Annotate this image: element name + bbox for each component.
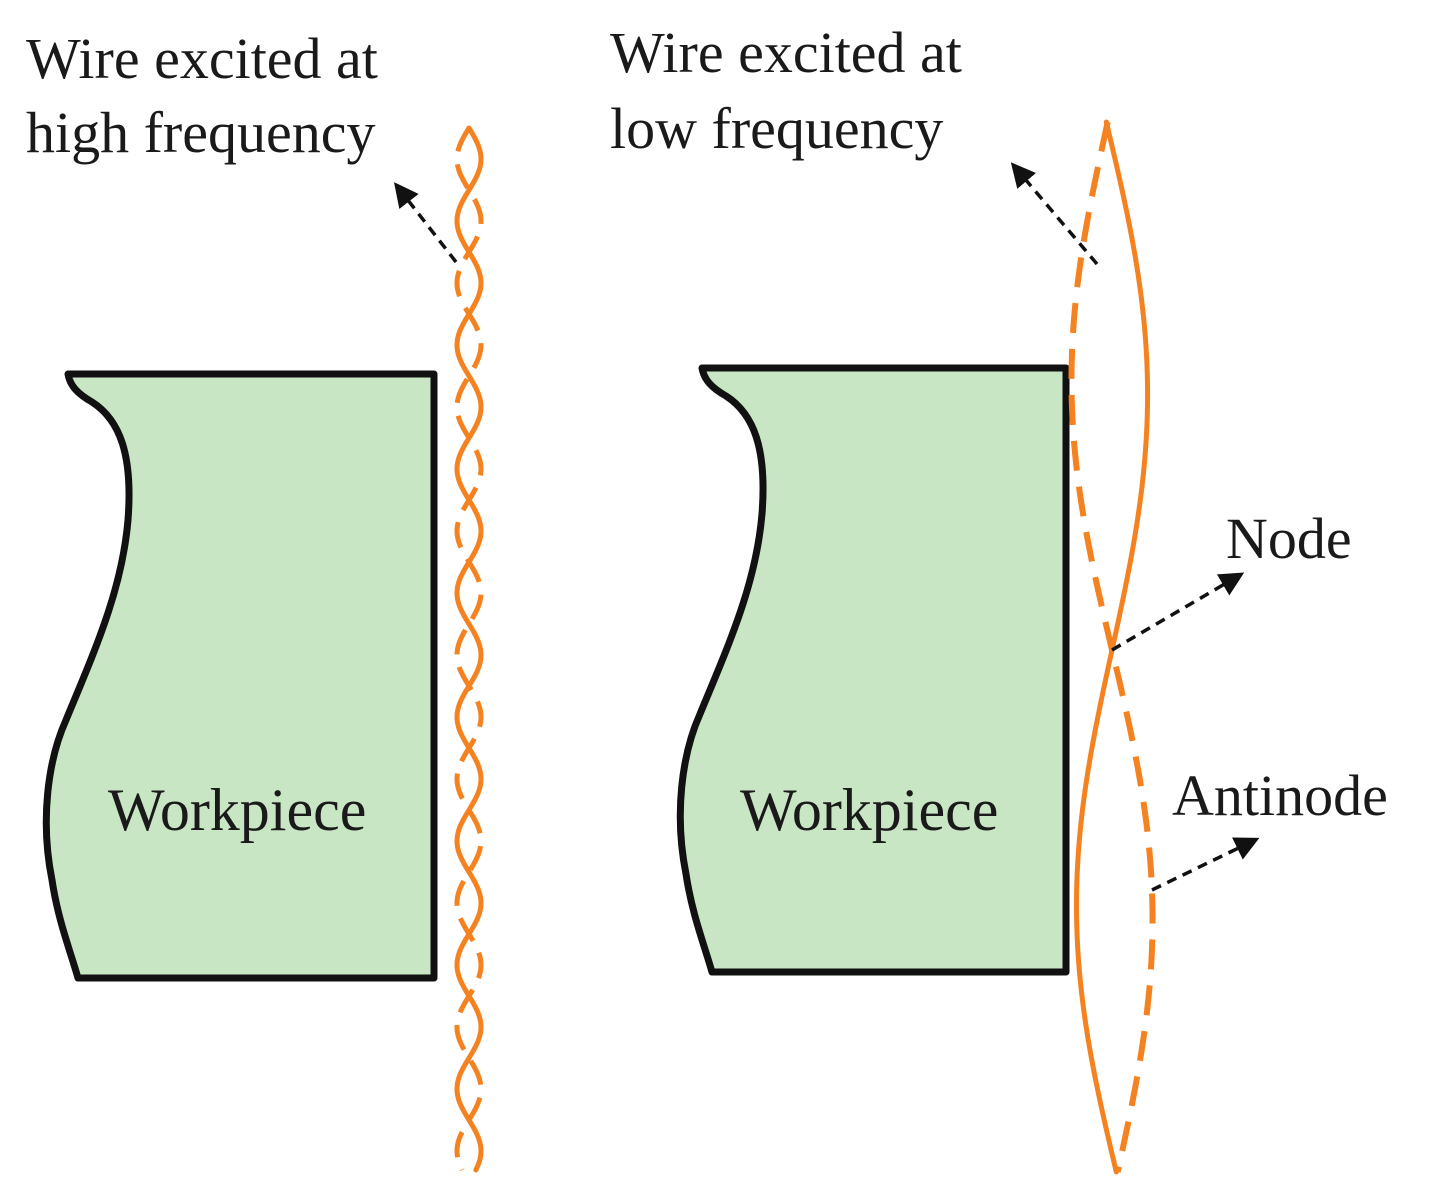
low-frequency-panel: Wire excited at low frequency Workpiece … — [610, 20, 1388, 1175]
workpiece-right — [676, 364, 1070, 976]
low-frequency-leader-arrow — [1010, 162, 1099, 266]
workpiece-left — [42, 370, 438, 982]
workpiece-right-label: Workpiece — [740, 777, 998, 843]
high-frequency-label-line1: Wire excited at — [26, 26, 378, 91]
node-label: Node — [1226, 506, 1352, 571]
low-frequency-wire-solid — [1074, 119, 1151, 1175]
low-frequency-label-line2: low frequency — [610, 96, 943, 161]
high-frequency-panel: Wire excited at high frequency Workpiece — [26, 26, 484, 1173]
antinode-leader-arrow — [1151, 837, 1260, 892]
high-frequency-label-line2: high frequency — [26, 100, 375, 165]
antinode-label: Antinode — [1172, 763, 1388, 828]
low-frequency-label-line1: Wire excited at — [610, 20, 962, 85]
workpiece-left-label: Workpiece — [108, 777, 366, 843]
high-frequency-wire-solid — [454, 125, 484, 1173]
high-frequency-leader-arrow — [393, 182, 458, 264]
node-leader-arrow — [1111, 572, 1245, 652]
